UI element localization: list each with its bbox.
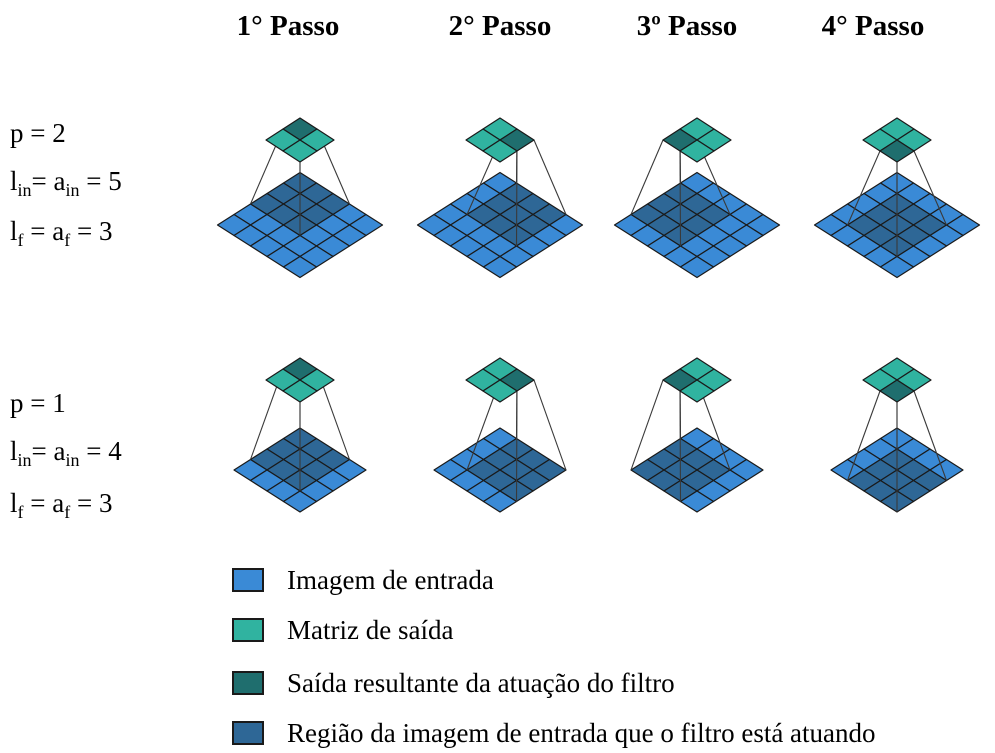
input-swatch-icon — [232, 568, 264, 592]
projection-line — [533, 139, 567, 215]
convolution-diagram — [216, 117, 981, 513]
output-cell — [482, 139, 518, 163]
legend-label-output: Matriz de saída — [287, 614, 454, 645]
projection-line — [630, 139, 664, 215]
input-cell — [282, 490, 318, 513]
step-title-3: 3º Passo — [636, 10, 738, 42]
row1-padding: p = 2 — [10, 118, 66, 148]
projection-line — [913, 150, 948, 226]
projection-line — [515, 150, 518, 247]
projection-line — [846, 390, 881, 481]
projection-line — [913, 390, 948, 481]
region-swatch-icon — [232, 721, 264, 745]
output-cell — [482, 379, 518, 403]
projection-line — [846, 150, 881, 226]
input-cell — [679, 255, 715, 279]
output-cell — [679, 139, 715, 163]
input-cell — [282, 255, 318, 279]
output-cell — [679, 379, 715, 403]
projection-line — [679, 390, 682, 502]
output-cell — [879, 379, 915, 403]
row2-padding: p = 1 — [10, 388, 66, 418]
legend-label-region: Região da imagem de entrada que o filtro… — [287, 717, 876, 748]
legend-item-input: Imagem de entrada — [232, 565, 494, 595]
legend-label-input: Imagem de entrada — [287, 564, 494, 595]
projection-line — [533, 379, 567, 471]
output-cell — [282, 379, 318, 403]
input-cell — [679, 490, 715, 513]
projection-line — [630, 379, 664, 471]
projection-line — [515, 390, 518, 502]
row1-filter-size: lf = af = 3 — [10, 216, 113, 250]
projection-line — [679, 150, 682, 247]
row2-filter-size: lf = af = 3 — [10, 488, 113, 522]
legend-item-region: Região da imagem de entrada que o filtro… — [232, 718, 876, 748]
row2-input-size: lin= ain = 4 — [10, 436, 122, 470]
step-title-1: 1° Passo — [236, 10, 340, 42]
row1-input-size: lin= ain = 5 — [10, 166, 122, 200]
step-title-4: 4° Passo — [821, 10, 925, 42]
output-cell — [282, 139, 318, 163]
legend-item-output: Matriz de saída — [232, 615, 453, 645]
input-cell — [482, 255, 518, 279]
input-cell — [879, 255, 915, 279]
output-cell — [879, 139, 915, 163]
legend-label-result: Saída resultante da atuação do filtro — [287, 667, 675, 698]
result-swatch-icon — [232, 671, 264, 695]
input-cell — [482, 490, 518, 513]
legend-item-result: Saída resultante da atuação do filtro — [232, 668, 675, 698]
output-swatch-icon — [232, 618, 264, 642]
step-title-2: 2° Passo — [448, 10, 552, 42]
